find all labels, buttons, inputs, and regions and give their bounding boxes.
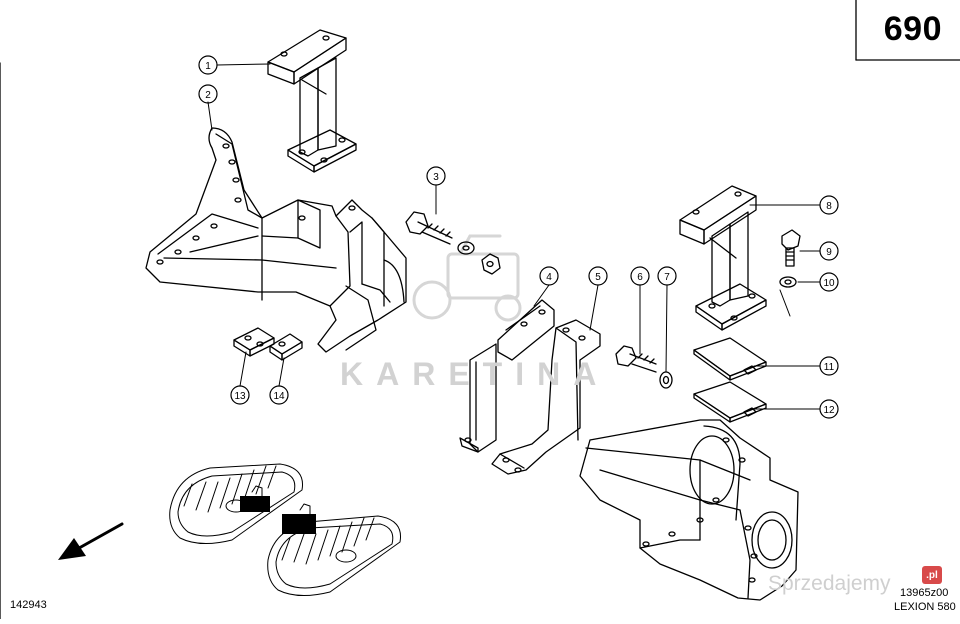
callout-12: 12 [823, 405, 835, 416]
callout-8: 8 [826, 201, 832, 212]
axle-housing [579, 419, 799, 601]
part-5-carrier-bracket [491, 319, 601, 475]
callout-7: 7 [664, 272, 670, 283]
callout-11: 11 [824, 362, 835, 373]
part-8-upright-bracket [679, 185, 767, 331]
part-13-spacer-plate [233, 327, 275, 357]
track-overview-illustration [169, 463, 402, 596]
callout-leader-lines [207, 63, 821, 410]
part-3-bolt [405, 211, 501, 275]
model-name: LEXION 580 [894, 601, 956, 613]
site-watermark: Sprzedajemy [768, 572, 891, 595]
part-7-washer [659, 371, 673, 389]
callout-circles [198, 55, 839, 419]
part-14-spacer-plate [269, 333, 303, 361]
callout-4: 4 [546, 272, 552, 283]
direction-arrow-icon [58, 522, 124, 560]
callout-9: 9 [826, 247, 832, 258]
callout-5: 5 [595, 272, 601, 283]
reference-code: 13965z00 [900, 587, 949, 599]
watermark-tractor-icon [412, 234, 522, 322]
page-number: 690 [883, 10, 942, 48]
callout-2: 2 [205, 90, 211, 101]
callout-labels: 1 2 3 4 5 6 7 8 9 10 11 12 13 14 [205, 61, 835, 416]
callout-14: 14 [273, 391, 285, 402]
part-6-bolt [615, 345, 657, 373]
callout-10: 10 [823, 278, 835, 289]
part-11-shim [693, 337, 767, 381]
callout-1: 1 [205, 61, 211, 72]
watermark-text: KARETINA [340, 356, 610, 392]
callout-6: 6 [637, 272, 643, 283]
part-9-bolt [781, 229, 801, 267]
callout-3: 3 [433, 172, 439, 183]
part-10-washer [779, 276, 797, 288]
callout-13: 13 [234, 391, 246, 402]
site-badge: .pl [922, 566, 942, 584]
drawing-number: 142943 [10, 599, 47, 611]
part-2-left-carrier-frame [145, 127, 407, 353]
part-4-mounting-bracket [459, 299, 555, 453]
part-1-upright-bracket [267, 29, 357, 173]
part-12-shim [693, 381, 767, 423]
